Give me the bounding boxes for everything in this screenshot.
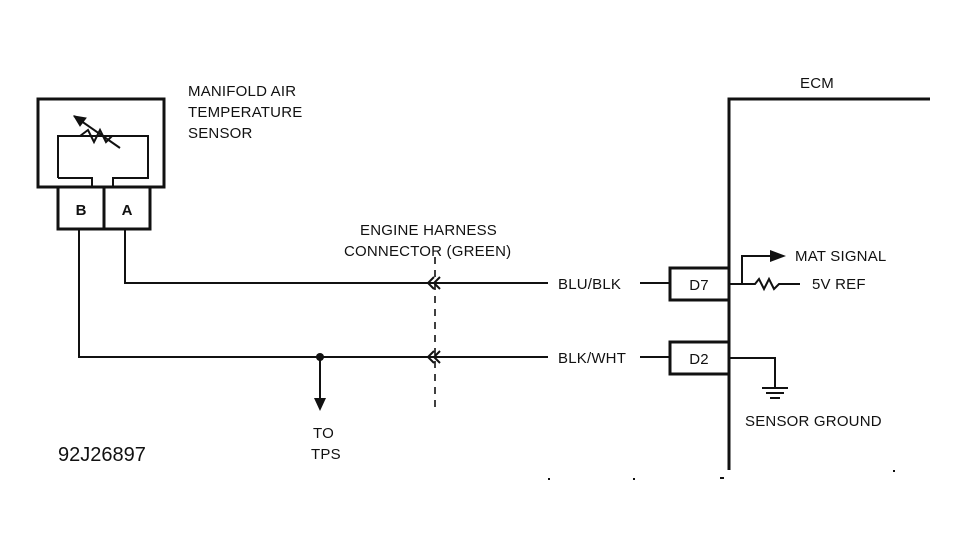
connector-chevron-lower-icon (426, 350, 441, 364)
sensor-title-line1: MANIFOLD AIR (188, 83, 296, 100)
connector-chevron-upper-icon (426, 276, 441, 290)
harness-connector (426, 257, 441, 410)
tps-label-line2: TPS (311, 446, 341, 463)
pullup-resistor-icon (742, 276, 800, 292)
arrow-down-icon (314, 398, 326, 411)
thermistor-icon (79, 127, 113, 145)
sensor-title-line2: TEMPERATURE (188, 104, 302, 121)
figure-code: 92J26897 (58, 444, 146, 466)
wire-lower-label: BLK/WHT (558, 350, 626, 367)
ecm-ground-circuit (729, 357, 788, 399)
ground-symbol-icon (762, 387, 788, 399)
ecm-signal-circuit (729, 250, 800, 292)
terminal-d2-label: D2 (689, 351, 709, 368)
ref-5v-label: 5V REF (812, 276, 866, 293)
connector-label-line2: CONNECTOR (GREEN) (344, 243, 511, 260)
pin-a-box (102, 185, 152, 231)
ecm-label: ECM (800, 75, 834, 92)
tps-splice (314, 353, 326, 411)
sensor-title-line3: SENSOR (188, 125, 253, 142)
wire-upper (124, 229, 670, 284)
connector-label-line1: ENGINE HARNESS (360, 222, 497, 239)
pin-a-label: A (122, 202, 133, 219)
scan-marks (548, 470, 895, 480)
mat-signal-label: MAT SIGNAL (795, 248, 886, 265)
wire-lower (78, 229, 670, 358)
tps-label-line1: TO (313, 425, 334, 442)
arrow-right-icon (770, 250, 786, 262)
wire-upper-label: BLU/BLK (558, 276, 621, 293)
mat-sensor (36, 97, 166, 189)
sensor-ground-label: SENSOR GROUND (745, 413, 882, 430)
terminal-d7-label: D7 (689, 277, 709, 294)
pin-b-label: B (76, 202, 87, 219)
